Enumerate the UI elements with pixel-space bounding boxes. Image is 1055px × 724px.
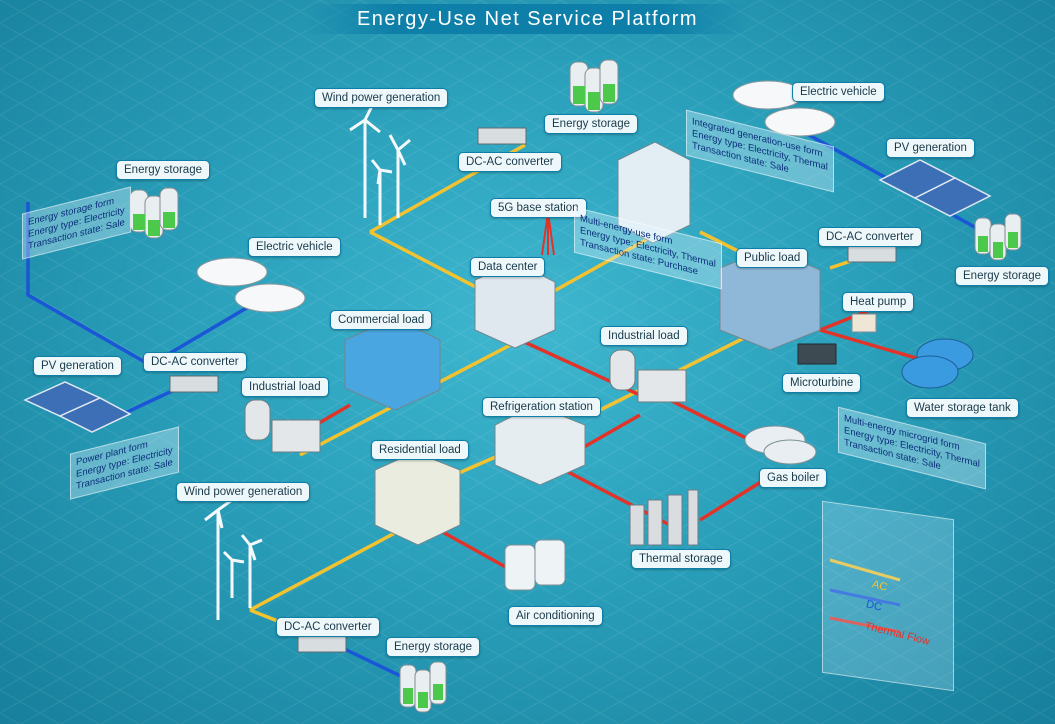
- label-energy-storage-bottom: Energy storage: [386, 637, 480, 657]
- label-commercial-load: Commercial load: [330, 310, 433, 330]
- building-icons: [344, 141, 821, 546]
- label-water-tank: Water storage tank: [906, 398, 1019, 418]
- legend: [822, 500, 954, 692]
- label-energy-storage-left: Energy storage: [116, 160, 210, 180]
- label-dc-ac-right: DC-AC converter: [818, 227, 922, 247]
- label-industrial-load-mid: Industrial load: [600, 326, 688, 346]
- label-dc-ac-top: DC-AC converter: [458, 152, 562, 172]
- label-refrigeration: Refrigeration station: [482, 397, 601, 417]
- air-conditioning-icon: [504, 539, 566, 591]
- page-title: Energy-Use Net Service Platform: [305, 4, 750, 34]
- label-energy-storage-top: Energy storage: [544, 114, 638, 134]
- label-pv-tr: PV generation: [886, 138, 975, 158]
- label-dc-ac-left: DC-AC converter: [143, 352, 247, 372]
- label-electric-vehicle-tr: Electric vehicle: [792, 82, 885, 102]
- water-tank-icon: [901, 338, 974, 389]
- label-gas-boiler: Gas boiler: [759, 468, 828, 488]
- label-thermal-storage: Thermal storage: [631, 549, 731, 569]
- label-pv-left: PV generation: [33, 356, 122, 376]
- label-wind-bottom: Wind power generation: [176, 482, 311, 502]
- wind-turbines-top-icon: [349, 99, 411, 225]
- gas-boiler-icon: [744, 425, 817, 465]
- electric-vehicle-icons: [196, 80, 836, 313]
- legend-lines: [829, 558, 901, 634]
- label-electric-vehicle-left: Electric vehicle: [248, 237, 341, 257]
- thermal-storage-icon: [629, 489, 699, 546]
- label-base-station: 5G base station: [490, 198, 587, 218]
- label-wind-top: Wind power generation: [314, 88, 449, 108]
- label-heat-pump: Heat pump: [842, 292, 915, 312]
- label-public-load: Public load: [736, 248, 809, 268]
- pv-panel-icons: [23, 159, 992, 433]
- label-dc-ac-bottom: DC-AC converter: [276, 617, 380, 637]
- heat-pump-icon: [851, 313, 877, 333]
- label-data-center: Data center: [470, 257, 546, 277]
- label-industrial-load-left: Industrial load: [241, 377, 329, 397]
- label-energy-storage-right: Energy storage: [955, 266, 1049, 286]
- label-microturbine: Microturbine: [782, 373, 862, 393]
- microturbine-icon: [797, 343, 837, 365]
- industrial-load-icons: [244, 349, 687, 453]
- wind-turbines-bottom-icon: [204, 498, 263, 620]
- converter-icons: [169, 127, 897, 653]
- label-residential: Residential load: [371, 440, 469, 460]
- base-station-icon: [541, 211, 555, 256]
- label-air-conditioning: Air conditioning: [508, 606, 603, 626]
